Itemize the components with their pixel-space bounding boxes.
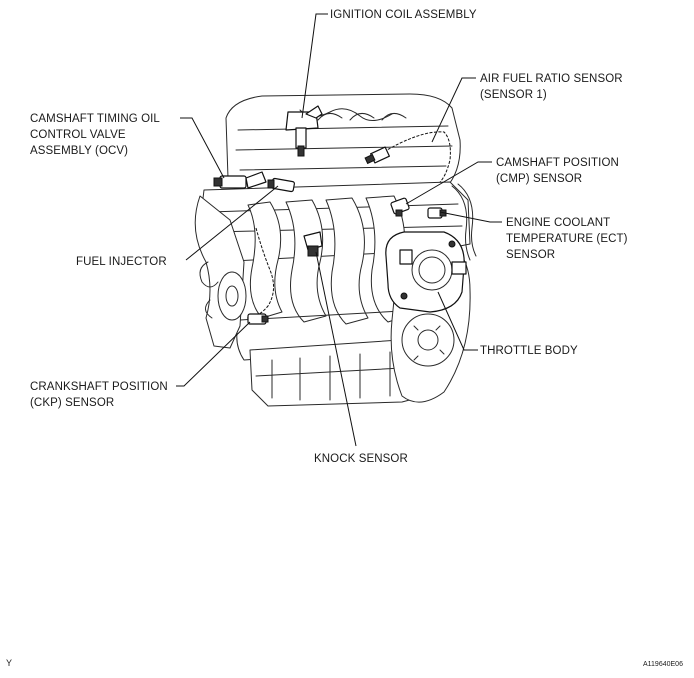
fuel-injector-part <box>267 177 295 193</box>
label-ect-line3: SENSOR <box>506 249 555 261</box>
label-cmp-line1: CAMSHAFT POSITION <box>496 157 619 169</box>
oil-pan-ribs <box>255 351 439 401</box>
label-fuel-injector: FUEL INJECTOR <box>76 256 167 268</box>
label-ect-line2: TEMPERATURE (ECT) <box>506 233 628 245</box>
crank-pulley-hub <box>225 285 239 307</box>
throttle-body-part <box>385 231 467 313</box>
af-sensor-part <box>364 131 451 183</box>
ocv-part <box>213 171 267 189</box>
head-cover-ribs <box>235 108 453 171</box>
label-ckp-line2: (CKP) SENSOR <box>30 397 114 409</box>
leader-af-sensor <box>431 77 476 143</box>
leader-ocv <box>180 117 225 179</box>
leader-ect <box>439 211 502 223</box>
label-af-sensor-line1: AIR FUEL RATIO SENSOR <box>480 73 623 85</box>
label-ocv-line2: CONTROL VALVE <box>30 129 126 141</box>
leader-ignition-coil <box>301 13 328 119</box>
leader-ckp <box>176 321 251 387</box>
timing-cover-detail <box>199 261 219 319</box>
flywheel-center <box>417 329 439 351</box>
leader-cmp <box>405 161 492 205</box>
water-pipe <box>451 183 477 261</box>
label-cmp-line2: (CMP) SENSOR <box>496 173 582 185</box>
label-ocv-line3: ASSEMBLY (OCV) <box>30 145 128 157</box>
leader-throttle-body <box>437 291 478 351</box>
label-ckp-line1: CRANKSHAFT POSITION <box>30 381 168 393</box>
leader-fuel-injector <box>185 185 279 261</box>
label-throttle-body: THROTTLE BODY <box>480 345 578 357</box>
ignition-coil-part <box>285 105 323 157</box>
figure-code: A119640E06 <box>643 661 683 668</box>
flywheel-hub <box>401 313 455 367</box>
knock-sensor-part <box>303 231 323 257</box>
label-ocv-line1: CAMSHAFT TIMING OIL <box>30 113 160 125</box>
label-ect-line1: ENGINE COOLANT <box>506 217 610 229</box>
ckp-sensor-part <box>245 227 274 325</box>
leader-knock-sensor <box>315 251 357 447</box>
leader-lines <box>176 13 502 447</box>
footer-left-mark: Y <box>6 658 12 668</box>
label-ignition-coil: IGNITION COIL ASSEMBLY <box>330 9 477 21</box>
crank-pulley <box>217 271 247 321</box>
flywheel-bolts <box>413 325 445 361</box>
label-af-sensor-line2: (SENSOR 1) <box>480 89 547 101</box>
head-cover-cam-bumps <box>317 113 407 121</box>
label-knock-sensor: KNOCK SENSOR <box>314 453 408 465</box>
labels: IGNITION COIL ASSEMBLY AIR FUEL RATIO SE… <box>30 9 628 465</box>
